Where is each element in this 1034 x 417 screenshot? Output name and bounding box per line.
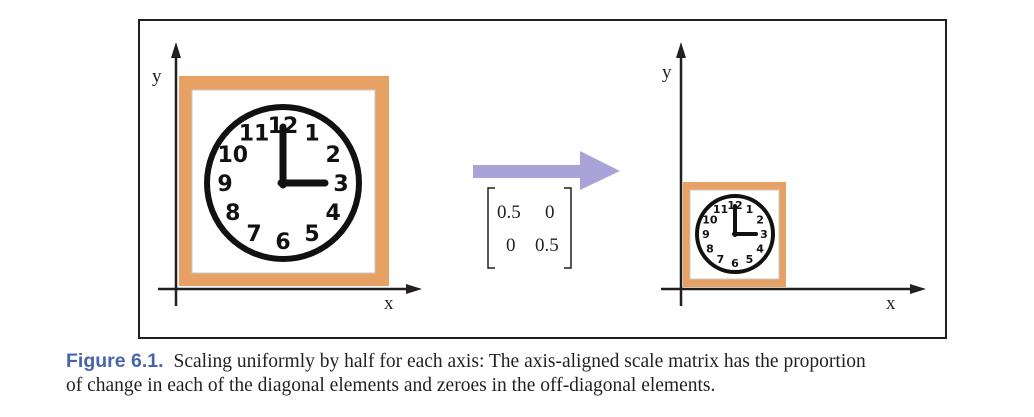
clock-numeral: 7 — [717, 253, 725, 266]
clock-numeral: 1 — [304, 122, 319, 147]
caption-line-1: Figure 6.1. Scaling uniformly by half for… — [66, 349, 1028, 374]
left-panel: 121234567891011 y x — [152, 42, 422, 314]
clock-numeral: 10 — [217, 143, 248, 168]
caption-line-2: of change in each of the diagonal elemen… — [66, 375, 716, 396]
clock-numeral: 4 — [326, 201, 341, 226]
left-y-arrowhead — [171, 42, 181, 58]
caption-text-1: Scaling uniformly by half for each axis:… — [173, 351, 866, 372]
matrix-r1c1: 0.5 — [497, 202, 521, 223]
clock-numeral: 9 — [217, 172, 232, 197]
right-panel: 121234567891011 y x — [661, 42, 926, 314]
clock-numeral: 1 — [746, 203, 754, 216]
clock-numeral: 6 — [731, 257, 739, 270]
clock-numeral: 8 — [706, 243, 714, 256]
figure-label: Figure 6.1. — [66, 350, 164, 372]
right-x-arrowhead — [910, 284, 926, 294]
matrix-r2c2: 0.5 — [535, 235, 559, 256]
clock-numeral: 11 — [239, 122, 270, 147]
left-x-arrowhead — [406, 284, 422, 294]
figure-caption: Figure 6.1. Scaling uniformly by half for… — [66, 349, 1028, 398]
matrix-left-bracket — [487, 187, 495, 269]
matrix-right-bracket — [564, 187, 572, 269]
clock-numeral: 8 — [225, 201, 240, 226]
clock-numeral: 9 — [702, 228, 710, 241]
figure-border — [138, 19, 947, 339]
left-x-label: x — [384, 293, 394, 314]
right-clock-numbers: 121234567891011 — [702, 199, 768, 270]
clock-numeral: 2 — [326, 143, 341, 168]
right-x-label: x — [886, 293, 896, 314]
clock-numeral: 3 — [333, 172, 348, 197]
right-clock: 121234567891011 — [695, 194, 775, 274]
clock-numeral: 6 — [275, 230, 290, 255]
right-arrow-icon — [473, 151, 620, 190]
right-y-arrowhead — [676, 42, 686, 58]
clock-numeral: 5 — [304, 222, 319, 247]
left-clock: 121234567891011 — [204, 104, 362, 262]
clock-numeral: 7 — [246, 222, 261, 247]
matrix-r2c1: 0 — [506, 235, 516, 256]
matrix-r1c2: 0 — [545, 202, 555, 223]
clock-numeral: 11 — [713, 203, 728, 216]
scale-matrix: 0.5 0 0 0.5 — [487, 187, 572, 269]
figure-illustration: 121234567891011 y x 0.5 0 0 0.5 12123456… — [138, 19, 947, 339]
left-y-label: y — [152, 66, 162, 87]
clock-numeral: 10 — [702, 214, 718, 227]
clock-numeral: 5 — [746, 253, 754, 266]
clock-numeral: 2 — [756, 214, 764, 227]
clock-numeral: 4 — [756, 243, 764, 256]
right-y-label: y — [662, 62, 672, 83]
clock-numeral: 3 — [760, 228, 768, 241]
